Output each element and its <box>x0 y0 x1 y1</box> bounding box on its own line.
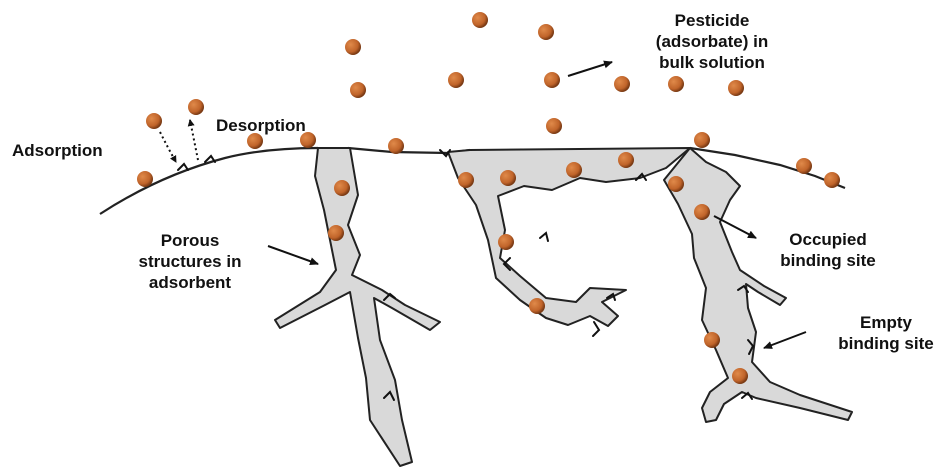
pesticide-particle <box>334 180 350 196</box>
label-occupied-line2: binding site <box>780 251 875 270</box>
pesticide-particle <box>796 158 812 174</box>
label-pesticide-line2: (adsorbate) in <box>656 32 768 51</box>
porous-pointer <box>268 246 318 264</box>
pesticide-particle <box>188 99 204 115</box>
pore-channel-1 <box>275 148 440 466</box>
pesticide-particle <box>388 138 404 154</box>
pesticide-particle <box>694 132 710 148</box>
label-porous-line2: structures in <box>139 252 242 271</box>
pesticide-particle <box>247 133 263 149</box>
label-empty-line2: binding site <box>838 334 933 353</box>
binding-site-mark <box>593 322 599 336</box>
label-occupied-line1: Occupied <box>789 230 866 249</box>
pesticide-particle <box>458 172 474 188</box>
empty-pointer <box>764 332 806 348</box>
pesticide-particle <box>546 118 562 134</box>
pesticide-particle <box>137 171 153 187</box>
pesticide-particle <box>728 80 744 96</box>
pesticide-particle <box>498 234 514 250</box>
pesticide-particle <box>538 24 554 40</box>
label-porous-line3: adsorbent <box>149 273 232 292</box>
label-pesticide-line3: bulk solution <box>659 53 765 72</box>
pesticide-particle <box>614 76 630 92</box>
pesticide-particle <box>500 170 516 186</box>
binding-site-mark <box>178 164 188 170</box>
pesticide-particle <box>824 172 840 188</box>
label-empty-line1: Empty <box>860 313 913 332</box>
label-pesticide-line1: Pesticide <box>675 11 750 30</box>
pesticide-particle <box>345 39 361 55</box>
adsorption-arrow <box>160 132 176 162</box>
pesticide-particle <box>704 332 720 348</box>
pesticide-particle <box>618 152 634 168</box>
pesticide-particle <box>529 298 545 314</box>
pesticide-particle <box>472 12 488 28</box>
pesticide-pointer <box>568 62 612 76</box>
pesticide-particle <box>328 225 344 241</box>
pesticide-particle <box>732 368 748 384</box>
pesticide-particle <box>694 204 710 220</box>
pesticide-particle <box>668 76 684 92</box>
desorption-arrow <box>190 120 198 160</box>
pesticide-particle <box>566 162 582 178</box>
label-desorption: Desorption <box>216 116 306 135</box>
pesticide-particle <box>668 176 684 192</box>
pore-channel-3 <box>664 148 852 422</box>
pesticide-particle <box>350 82 366 98</box>
binding-site-mark <box>540 233 548 241</box>
pesticide-particle <box>544 72 560 88</box>
label-porous-line1: Porous <box>161 231 220 250</box>
pesticide-particle <box>448 72 464 88</box>
label-adsorption: Adsorption <box>12 141 103 160</box>
pesticide-particle <box>146 113 162 129</box>
